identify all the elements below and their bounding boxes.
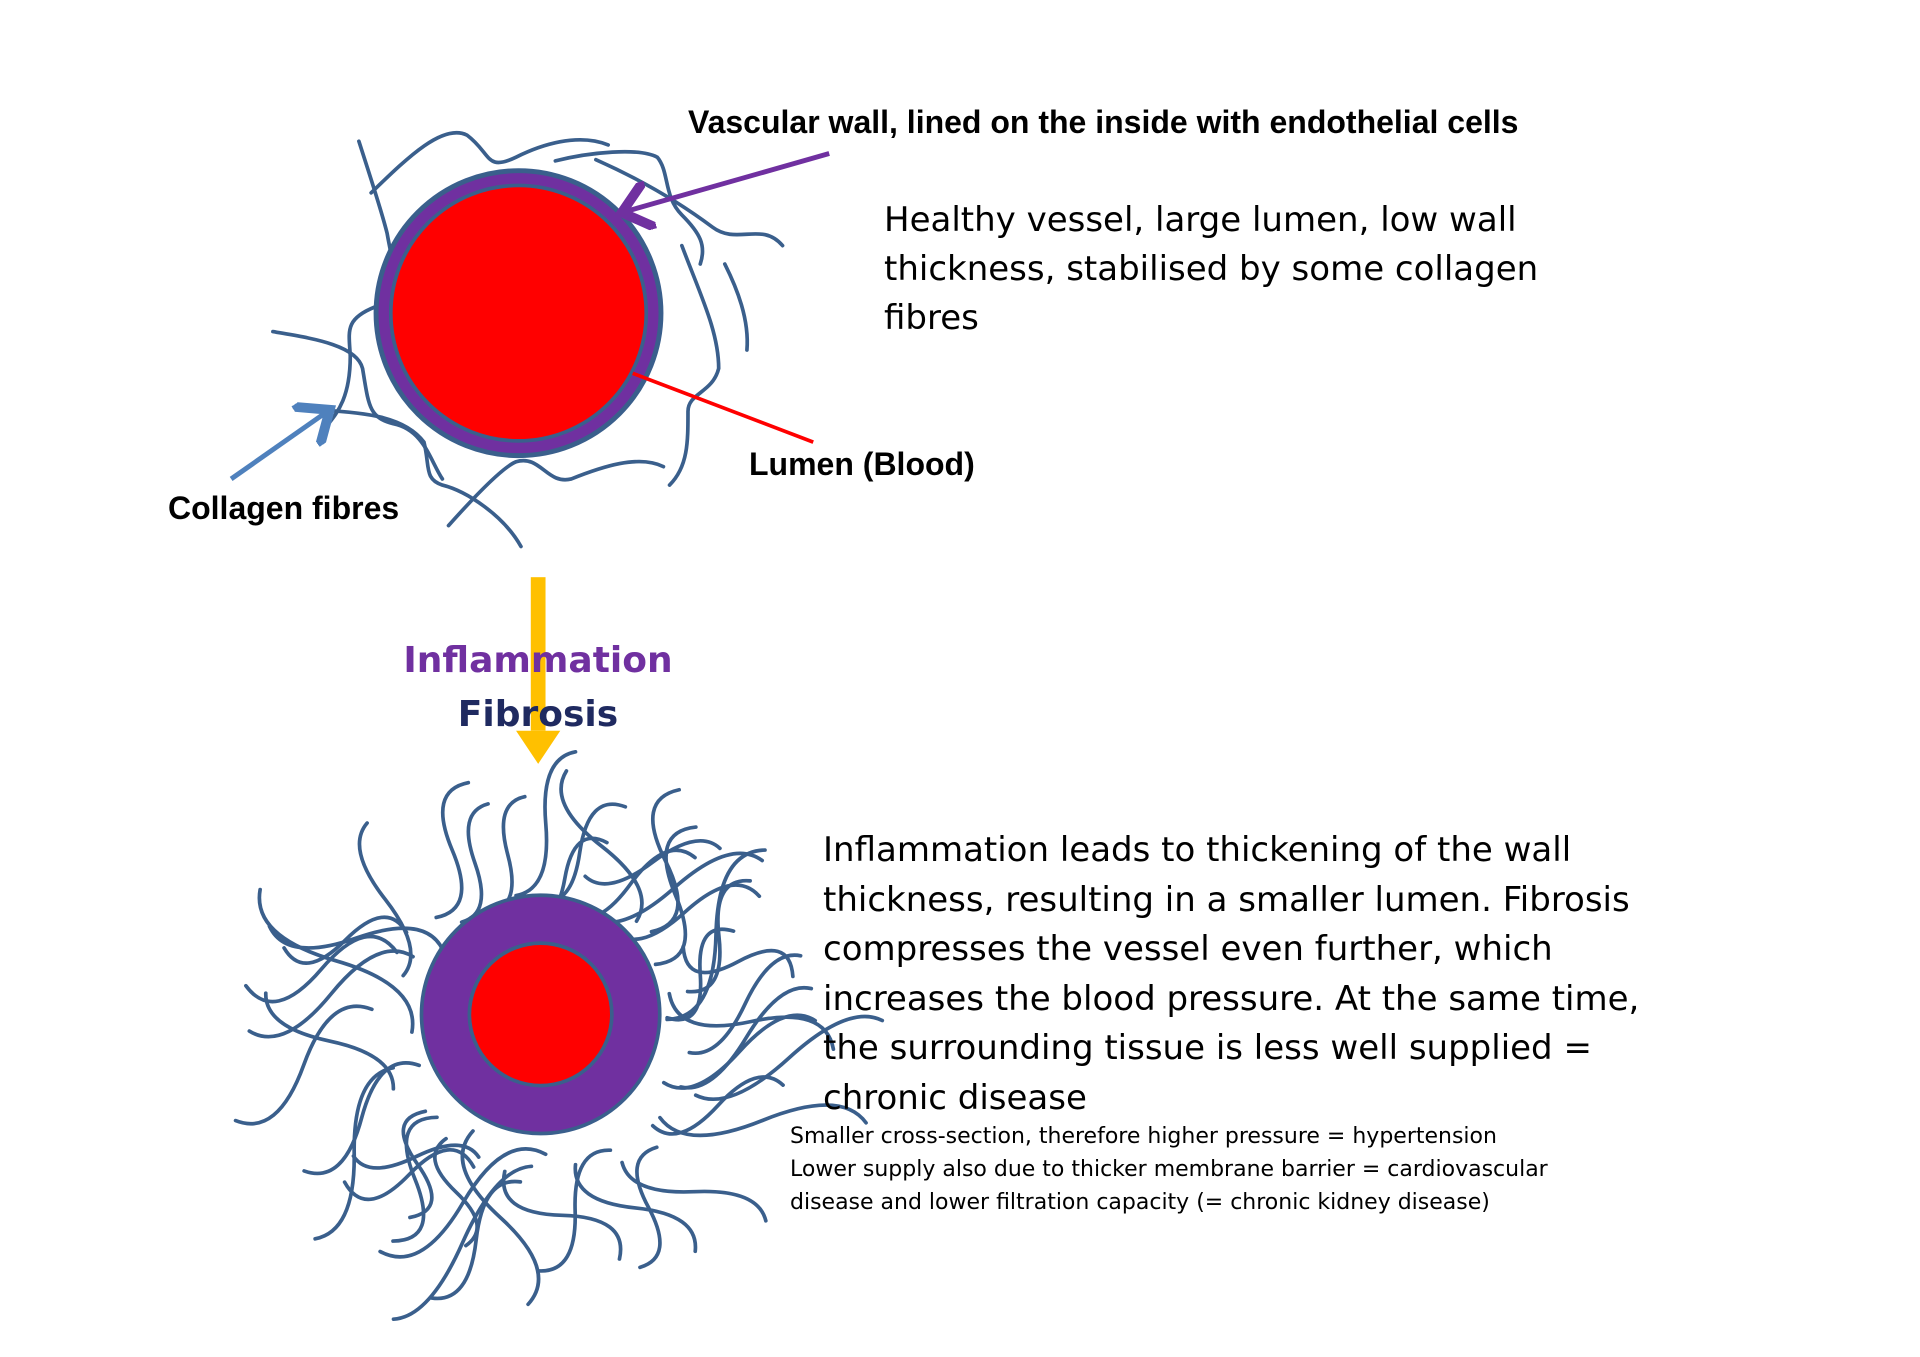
vascular-wall-arrow (627, 151, 830, 212)
process-arrow (516, 577, 561, 764)
collagen-fibre (369, 130, 611, 195)
collagen-fibre (559, 769, 644, 924)
fibrosis-description: Inflammation leads to thickening of the … (823, 830, 1640, 1118)
collagen-label: Collagen fibres (168, 490, 400, 526)
collagen-fibre (351, 1143, 481, 1170)
fibrosis-label: Fibrosis (457, 694, 619, 735)
collagen-fibre (594, 157, 785, 248)
collagen-fibre (313, 1065, 395, 1241)
collagen-fibre (320, 408, 523, 549)
collagen-fibre (459, 802, 490, 924)
collagen-fibre (302, 1061, 422, 1176)
collagen-fibre (434, 780, 471, 920)
collagen-fibre (722, 262, 750, 352)
collagen-fibre (247, 949, 415, 1039)
collagen-fibre (681, 944, 795, 979)
collagen-fibre (553, 149, 705, 266)
collagen-fibres-healthy (271, 130, 785, 549)
lumen-pointer-line (632, 371, 814, 444)
collagen-fibre (501, 1169, 623, 1261)
lumen-label: Lumen (Blood) (749, 446, 975, 482)
vascular-wall-label: Vascular wall, lined on the inside with … (688, 104, 1519, 140)
collagen-fibre (433, 1136, 479, 1248)
collagen-fibre (342, 1148, 476, 1202)
healthy-vessel (373, 168, 664, 459)
collagen-fibre (665, 848, 767, 1022)
collagen-fibre (378, 1147, 548, 1259)
collagen-arrow (229, 413, 326, 481)
collagen-fibre (267, 924, 445, 952)
collagen-fibres-fibrotic (233, 749, 885, 1322)
collagen-fibre (401, 1109, 434, 1220)
collagen-fibre (263, 991, 396, 1091)
lumen (388, 183, 649, 443)
fibrotic-vessel (419, 893, 662, 1136)
collagen-fibre (620, 1160, 768, 1223)
collagen-fibre (282, 915, 409, 965)
collagen-fibre (665, 927, 736, 1022)
collagen-fibre (693, 1014, 885, 1101)
collagen-fibre (257, 887, 415, 1034)
collagen-fibre (391, 1115, 439, 1243)
collagen-fibre (650, 1075, 785, 1136)
collagen-fibre (573, 1162, 698, 1254)
collagen-fibre (244, 934, 399, 1004)
collagen-fibre (460, 1129, 541, 1307)
note-hypertension: Smaller cross-section, therefore higher … (790, 1124, 1497, 1149)
collagen-fibre (661, 1013, 818, 1090)
collagen-fibre (446, 458, 666, 528)
note-kidney-disease: Lower supply also due to thicker membran… (790, 1157, 1548, 1215)
collagen-fibre (653, 825, 698, 967)
collagen-fibre (667, 243, 721, 487)
inflammation-label: Inflammation (403, 640, 673, 681)
collagen-fibre (687, 953, 803, 1056)
collagen-fibre (357, 821, 413, 978)
collagen-fibre (391, 1164, 534, 1322)
narrowed-lumen (467, 941, 614, 1088)
collagen-fibre (537, 1148, 613, 1273)
collagen-fibre (514, 749, 578, 898)
collagen-fibre (430, 1179, 523, 1301)
collagen-fibre (667, 991, 836, 1051)
collagen-fibre (233, 1004, 374, 1126)
consequences-notes: Smaller cross-section, therefore higher … (790, 1120, 1590, 1219)
collagen-fibre (635, 1145, 662, 1270)
healthy-description: Healthy vessel, large lumen, low wall th… (884, 200, 1539, 338)
